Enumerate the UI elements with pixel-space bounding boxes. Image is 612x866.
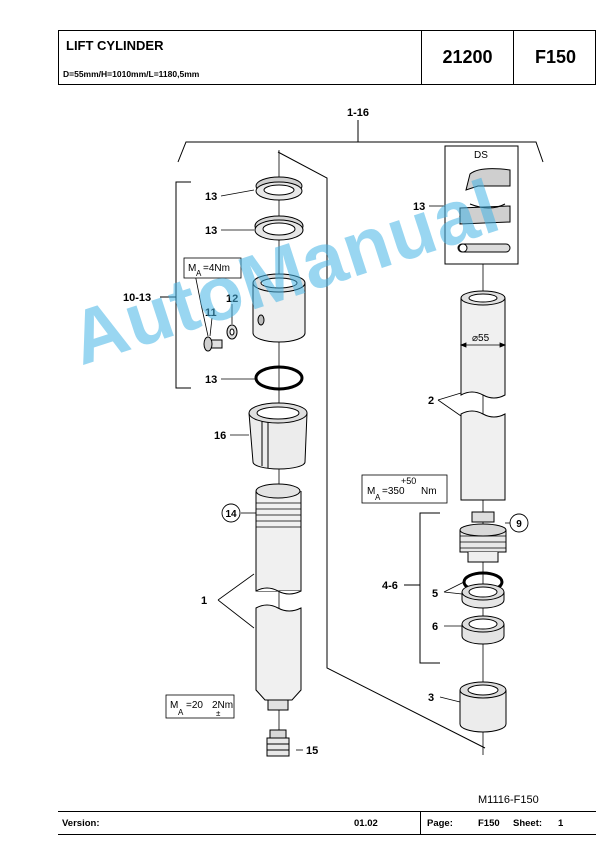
exploded-view-diagram: 1-16 10-13 4-6 13 13 13 13 12 11 16 14 1… (123, 107, 544, 757)
label-5: 5 (432, 588, 438, 600)
label-16: 16 (214, 430, 226, 442)
label-6: 6 (432, 621, 438, 633)
torque-1-m: M (188, 263, 196, 274)
version-label: Version: (62, 818, 100, 829)
version-value: 01.02 (354, 818, 378, 829)
torque-2-unit: Nm (421, 486, 437, 497)
title-block: LIFT CYLINDER D=55mm/H=1010mm/L=1180,5mm… (58, 30, 596, 85)
label-13-o-ring: 13 (205, 374, 217, 386)
label-2: 2 (428, 395, 434, 407)
label-13-ds-detail: 13 (413, 201, 425, 213)
torque-2-m: M (367, 486, 375, 497)
sheet-label: Sheet: (513, 818, 543, 829)
label-ds: DS (474, 150, 488, 161)
label-9: 9 (516, 519, 522, 530)
page-label: Page: (427, 818, 453, 829)
sheet-value: 1 (558, 818, 564, 829)
torque-1-sub: A (196, 269, 202, 278)
torque-3-m: M (170, 700, 178, 711)
torque-2-sub: A (375, 493, 381, 502)
label-15: 15 (306, 745, 318, 757)
label-13-ring: 13 (205, 225, 217, 237)
label-13-top-seal: 13 (205, 191, 217, 203)
label-1: 1 (201, 595, 207, 607)
torque-3-sub: A (178, 708, 184, 717)
group-number: 21200 (421, 31, 513, 84)
part-dimensions: D=55mm/H=1010mm/L=1180,5mm (63, 69, 200, 79)
torque-3-plusminus: ± (216, 709, 221, 718)
label-left-range: 10-13 (123, 292, 151, 304)
footer-divider (420, 812, 421, 834)
label-14: 14 (225, 509, 237, 520)
label-diameter: ⌀55 (472, 333, 490, 344)
torque-3-value: =20 (186, 700, 203, 711)
page-value: F150 (478, 818, 500, 829)
label-3: 3 (428, 692, 434, 704)
sheet-code: F150 (513, 31, 597, 84)
footer-bar: Version: 01.02 Page: F150 Sheet: 1 (58, 811, 596, 835)
drawing-code: M1116-F150 (478, 794, 539, 806)
label-11: 11 (205, 307, 217, 319)
label-assembly-range: 1-16 (347, 107, 369, 119)
label-12: 12 (226, 293, 238, 305)
torque-2-tolerance: +50 (401, 476, 416, 486)
torque-1-value: =4Nm (203, 263, 230, 274)
part-title: LIFT CYLINDER (66, 38, 164, 53)
torque-3-tolerance: 2Nm (212, 700, 233, 711)
label-right-range: 4-6 (382, 580, 398, 592)
torque-2-value: =350 (382, 486, 405, 497)
